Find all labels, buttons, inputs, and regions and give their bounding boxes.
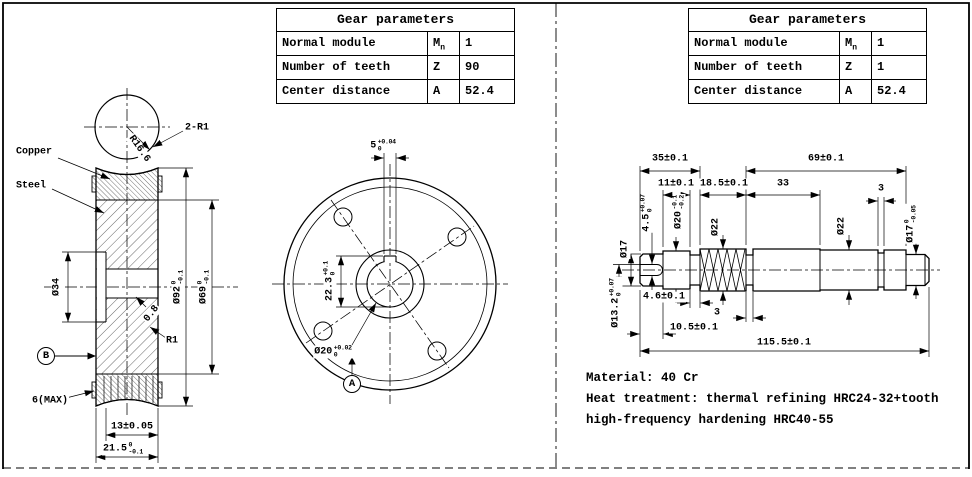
centerlines <box>272 164 508 404</box>
table-row: Number of teeth Z 90 <box>277 55 514 79</box>
lightening-hole <box>447 227 467 247</box>
param-value: 1 <box>871 32 924 55</box>
dim-length-18-5: 18.5±0.1 <box>698 178 750 190</box>
gear-parameters-table-worm: Gear parameters Normal module Mn 1 Numbe… <box>688 8 927 104</box>
dim-shaft-d22-mid: Ø22 <box>836 215 848 237</box>
copper-rim-bottom-section <box>95 373 159 407</box>
keyway <box>383 255 397 262</box>
keyway-slot <box>640 264 663 276</box>
param-symbol: Z <box>839 56 871 79</box>
dim-length-10-5: 10.5±0.1 <box>668 322 720 334</box>
sheet-frame <box>2 2 970 469</box>
dim-length-69: 69±0.1 <box>806 153 846 165</box>
dim-shaft-d20: Ø20-0.1-0.2 <box>671 194 686 230</box>
param-label: Normal module <box>694 36 788 50</box>
param-label: Normal module <box>282 36 376 50</box>
dim-length-33: 33 <box>775 178 791 190</box>
shaft-step-lines <box>662 249 926 291</box>
dim-counterbore-diameter: Ø34 <box>51 276 63 298</box>
dim-copper-max: 6(MAX) <box>30 395 70 407</box>
table-row: Normal module Mn 1 <box>277 31 514 55</box>
datum-a-label: A <box>343 375 361 393</box>
param-symbol: A <box>427 80 459 103</box>
dim-relief-4-6: 4.6±0.1 <box>641 291 687 303</box>
root-circle <box>292 186 488 382</box>
table-row: Normal module Mn 1 <box>689 31 926 55</box>
param-value: 1 <box>871 56 924 79</box>
datum-a-triangle <box>348 357 356 365</box>
shaft-dimension-lines <box>613 166 930 357</box>
front-dimension-lines <box>336 153 409 375</box>
param-label: Number of teeth <box>694 60 803 74</box>
param-symbol: Z <box>427 56 459 79</box>
dim-worm-d22: Ø22 <box>710 216 722 238</box>
wheel-front-view <box>272 153 508 404</box>
worm-shaft-view <box>613 166 940 357</box>
param-symbol: Mn <box>839 32 871 55</box>
gear-teeth-lines <box>103 376 154 403</box>
dim-groove-3-top: 3 <box>876 183 886 195</box>
table-row: Center distance A 52.4 <box>277 79 514 103</box>
worm-thread-lines <box>699 248 746 292</box>
note-heat-treatment: Heat treatment: thermal refining HRC24-3… <box>586 392 939 406</box>
datum-b-triangle <box>87 352 96 360</box>
dim-groove-3-bottom: 3 <box>712 307 722 319</box>
param-symbol: Mn <box>427 32 459 55</box>
dim-length-35: 35±0.1 <box>650 153 690 165</box>
outer-diameter-circle <box>283 177 497 391</box>
param-value: 1 <box>459 32 512 55</box>
dim-corner-radius: 2-R1 <box>183 122 211 134</box>
dim-length-11: 11±0.1 <box>656 178 696 190</box>
table-title: Gear parameters <box>336 12 455 27</box>
param-value: 52.4 <box>871 80 924 103</box>
param-symbol: A <box>839 80 871 103</box>
note-hardening: high-frequency hardening HRC40-55 <box>586 413 834 427</box>
dim-length-115-5: 115.5±0.1 <box>755 337 813 349</box>
param-label: Center distance <box>282 84 391 98</box>
param-label: Center distance <box>694 84 803 98</box>
datum-b-label: B <box>37 347 55 365</box>
table-row: Number of teeth Z 1 <box>689 55 926 79</box>
lightening-hole <box>333 207 353 227</box>
worm-circle <box>94 94 160 160</box>
label-copper: Copper <box>14 146 54 158</box>
dim-rim-width: 13±0.05 <box>109 421 155 433</box>
param-value: 52.4 <box>459 80 512 103</box>
label-steel: Steel <box>14 180 48 192</box>
param-value: 90 <box>459 56 512 79</box>
param-label: Number of teeth <box>282 60 391 74</box>
lightening-hole <box>313 321 333 341</box>
dim-fillet-radius: R1 <box>164 335 180 347</box>
lightening-hole <box>427 341 447 361</box>
table-row: Center distance A 52.4 <box>689 79 926 103</box>
wheel-dimension-lines <box>51 126 219 463</box>
note-material: Material: 40 Cr <box>586 371 699 385</box>
table-title: Gear parameters <box>748 12 867 27</box>
wheel-section-view <box>44 88 238 463</box>
dim-shaft-d17-left: Ø17 <box>619 238 631 260</box>
hub-circle <box>355 249 425 319</box>
gear-parameters-table-wheel: Gear parameters Normal module Mn 1 Numbe… <box>276 8 515 104</box>
